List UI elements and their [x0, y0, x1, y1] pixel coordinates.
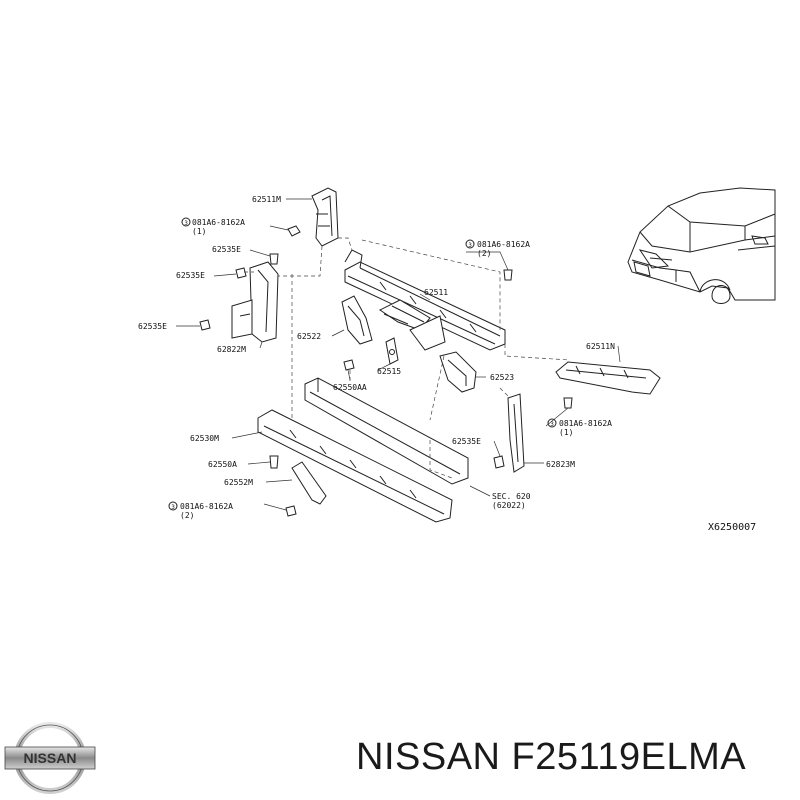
- label-sec-ref: (62022): [492, 501, 526, 510]
- label-62511N: 62511N: [586, 342, 615, 351]
- label-62550AA: 62550AA: [333, 383, 367, 392]
- label-62535E-4: 62535E: [452, 437, 481, 446]
- nissan-logo-text: NISSAN: [24, 750, 77, 766]
- circled-3-markers: 3 3 3 3: [168, 217, 557, 511]
- part-number-title: NISSAN F25119ELMA: [356, 736, 747, 778]
- svg-text:3: 3: [550, 421, 554, 428]
- label-sec-620: SEC. 620: [492, 492, 531, 501]
- bracket-62523: [439, 351, 477, 393]
- label-bolt-d-qty: (2): [180, 511, 194, 520]
- label-bolt-c: 081A6-8162A: [559, 419, 612, 428]
- label-bolt-a-qty: (1): [192, 227, 206, 236]
- label-62550A: 62550A: [208, 460, 237, 469]
- leader-lines: [176, 198, 621, 511]
- label-62523: 62523: [490, 373, 514, 382]
- member-62511N: [555, 361, 661, 395]
- label-62530M: 62530M: [190, 434, 219, 443]
- label-62511M: 62511M: [252, 195, 281, 204]
- label-bolt-b: 081A6-8162A: [477, 240, 530, 249]
- label-62822M: 62822M: [217, 345, 246, 354]
- duct-62823M: [507, 393, 525, 473]
- label-bolt-b-qty: (2): [477, 249, 491, 258]
- reinforcement-beam: [304, 377, 469, 485]
- label-62552M: 62552M: [224, 478, 253, 487]
- upper-core-support: [344, 249, 506, 351]
- lower-beam-62530M: [257, 409, 453, 523]
- latch-62515: [385, 337, 399, 365]
- svg-text:3: 3: [171, 504, 175, 511]
- dashed-lines: [244, 237, 571, 479]
- label-62515: 62515: [377, 367, 401, 376]
- svg-text:3: 3: [468, 242, 472, 249]
- label-62511: 62511: [424, 288, 448, 297]
- label-bolt-d: 081A6-8162A: [180, 502, 233, 511]
- label-62823M: 62823M: [546, 460, 575, 469]
- label-bolt-a: 081A6-8162A: [192, 218, 245, 227]
- label-62535E-2: 62535E: [176, 271, 205, 280]
- svg-text:3: 3: [184, 220, 188, 227]
- bracket-62522: [341, 295, 373, 345]
- nissan-logo: NISSAN: [4, 722, 96, 794]
- duct-62822M: [231, 261, 279, 343]
- label-62522: 62522: [297, 332, 321, 341]
- diagram-ref-code: X6250007: [708, 522, 756, 533]
- bolt-icons: [199, 225, 573, 517]
- car-illustration: [627, 187, 776, 304]
- label-bolt-c-qty: (1): [559, 428, 573, 437]
- bracket-62552M: [291, 461, 327, 505]
- bracket-62511M: [311, 187, 339, 247]
- label-62535E-1: 62535E: [212, 245, 241, 254]
- label-62535E-3: 62535E: [138, 322, 167, 331]
